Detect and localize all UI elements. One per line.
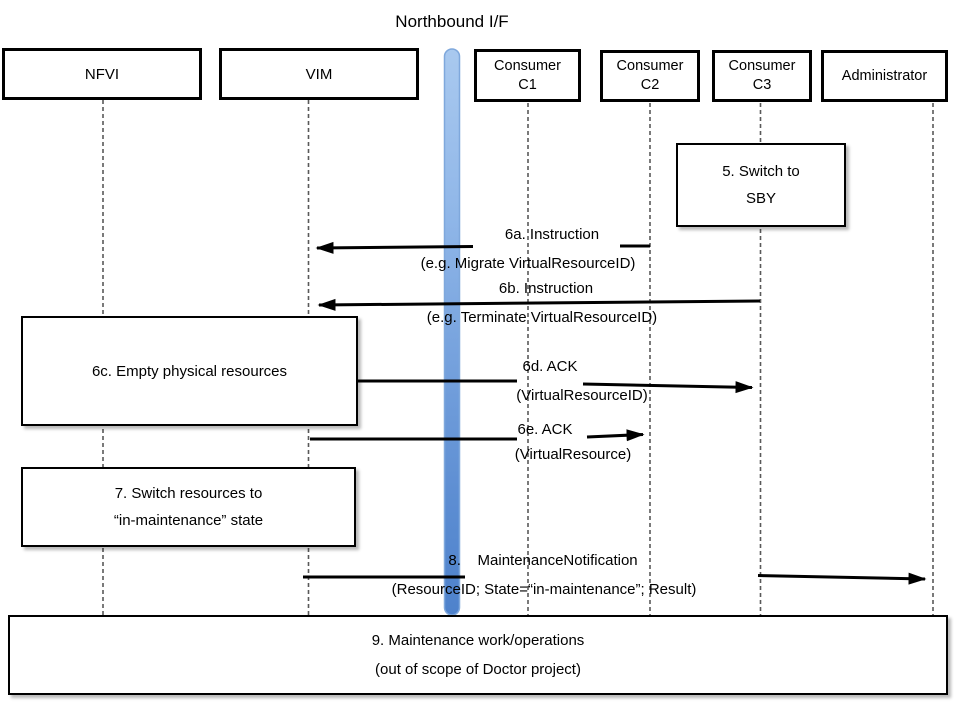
note-switch-resources-maintenance-line2: “in-maintenance” state — [113, 512, 264, 529]
actor-vim: VIM — [219, 48, 419, 100]
actor-consumer-c1: Consumer C1 — [474, 49, 581, 102]
message-6e-params: (VirtualResource) — [514, 446, 632, 463]
message-6a-name: 6a. Instruction — [504, 226, 600, 243]
note-empty-physical-resources-line1: 6c. Empty physical resources — [91, 362, 288, 380]
arrow-6a — [315, 241, 474, 254]
northbound-if-bar — [443, 48, 461, 616]
actor-administrator: Administrator — [821, 50, 948, 102]
arrow-6e — [586, 429, 645, 442]
note-maintenance-work-line1: 9. Maintenance work/operations — [371, 632, 585, 649]
actor-consumer-c2: Consumer C2 — [600, 50, 700, 102]
actor-consumer-c1-label: Consumer — [494, 57, 561, 74]
note-switch-resources-maintenance-line1: 7. Switch resources to — [114, 485, 263, 502]
actor-vim-label: VIM — [305, 65, 333, 83]
message-6b-params: (e.g. Terminate VirtualResourceID) — [426, 309, 658, 326]
note-maintenance-work: 9. Maintenance work/operations (out of s… — [8, 615, 948, 695]
actor-consumer-c3-sub: C3 — [752, 77, 772, 93]
page-title: Northbound I/F — [395, 12, 509, 31]
note-switch-resources-maintenance: 7. Switch resources to “in-maintenance” … — [21, 467, 356, 547]
actor-nfvi-label: NFVI — [84, 65, 120, 83]
arrow-6d — [582, 381, 754, 394]
actor-consumer-c1-sub: C1 — [518, 76, 537, 93]
actor-consumer-c2-sub: C2 — [640, 77, 660, 93]
note-empty-physical-resources: 6c. Empty physical resources — [21, 316, 358, 426]
actor-administrator-label: Administrator — [841, 67, 928, 84]
note-switch-to-sby-line2: SBY — [745, 190, 776, 207]
message-6a-params: (e.g. Migrate VirtualResourceID) — [420, 255, 636, 272]
message-6e-name: 6e. ACK — [517, 421, 573, 438]
note-switch-to-sby: 5. Switch to SBY — [676, 143, 846, 227]
message-6d-params: (VirtualResourceID) — [516, 387, 648, 404]
note-maintenance-work-line2: (out of scope of Doctor project) — [375, 661, 581, 678]
message-8-name: 8. MaintenanceNotification — [448, 552, 638, 569]
actor-consumer-c3-label: Consumer — [728, 58, 796, 74]
actor-nfvi: NFVI — [2, 48, 202, 100]
arrow-6b — [317, 298, 761, 311]
message-6d-name: 6d. ACK — [522, 358, 578, 375]
actor-consumer-c2-label: Consumer — [616, 58, 684, 74]
arrow-8 — [757, 572, 927, 585]
note-switch-to-sby-line1: 5. Switch to — [722, 163, 800, 180]
message-8-params: (ResourceID; State=“in-maintenance”; Res… — [391, 581, 697, 598]
message-6b-name: 6b. Instruction — [498, 280, 594, 297]
actor-consumer-c3: Consumer C3 — [712, 50, 812, 102]
